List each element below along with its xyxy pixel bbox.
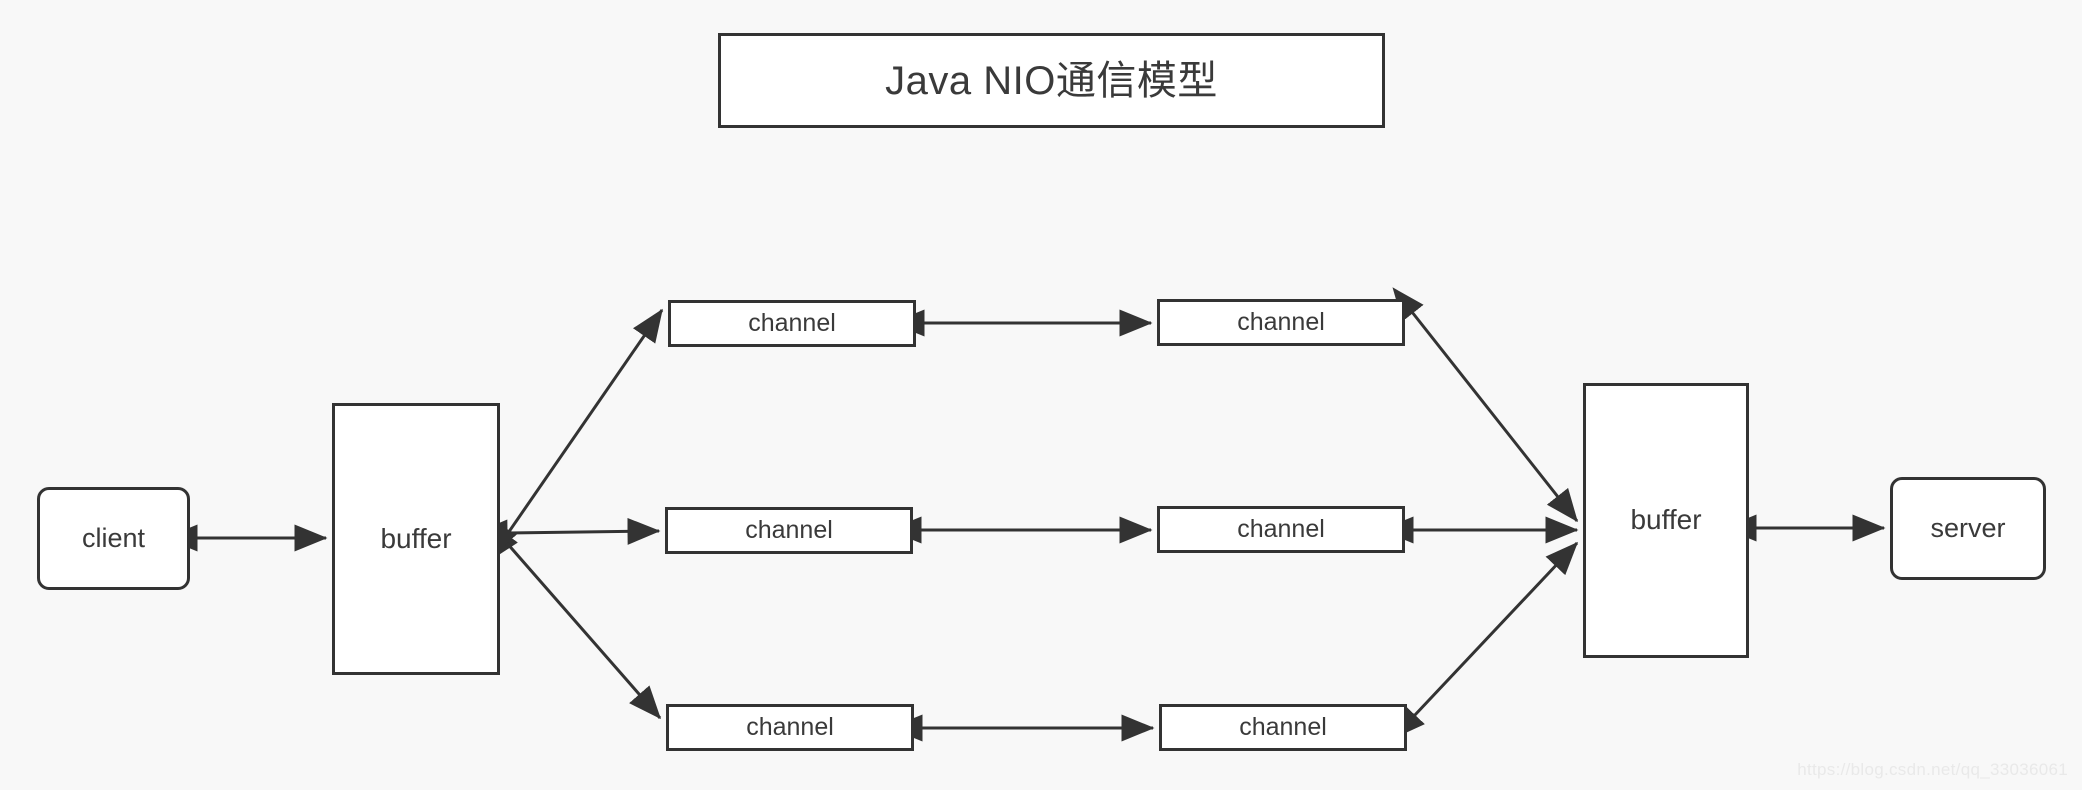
node-client[interactable]: client [37, 487, 190, 590]
node-client-label: client [81, 522, 146, 553]
edge-buffer-left-channel-bottom [485, 518, 662, 720]
node-channel-left-middle-label: channel [745, 515, 833, 544]
diagram-title-label: Java NIO通信模型 [885, 58, 1218, 103]
node-channel-left-bottom-label: channel [746, 712, 834, 741]
node-channel-right-middle-label: channel [1237, 514, 1325, 543]
watermark-text: https://blog.csdn.net/qq_33036061 [1797, 760, 2068, 779]
node-channel-left-bottom[interactable]: channel [666, 704, 914, 751]
node-channel-left-top-label: channel [748, 308, 836, 337]
edge-buffer-left-channel-top [488, 308, 664, 562]
edge-channel-right-top-buffer [1392, 287, 1579, 523]
node-server[interactable]: server [1890, 477, 2046, 580]
node-channel-right-top-label: channel [1237, 307, 1325, 336]
node-buffer-left-label: buffer [380, 522, 452, 554]
node-channel-right-bottom[interactable]: channel [1159, 704, 1407, 751]
node-channel-right-top[interactable]: channel [1157, 299, 1405, 346]
node-channel-right-bottom-label: channel [1239, 712, 1327, 741]
edge-buffer-left-channel-middle [474, 517, 661, 547]
node-server-label: server [1930, 512, 2006, 543]
node-channel-left-middle[interactable]: channel [665, 507, 913, 554]
node-channel-right-middle[interactable]: channel [1157, 506, 1405, 553]
node-buffer-right-label: buffer [1630, 504, 1702, 536]
diagram-title-box: Java NIO通信模型 [718, 33, 1385, 128]
edge-channel-right-bottom-buffer [1392, 541, 1579, 739]
node-buffer-left[interactable]: buffer [332, 403, 500, 675]
node-buffer-right[interactable]: buffer [1583, 383, 1749, 658]
node-channel-left-top[interactable]: channel [668, 300, 916, 347]
